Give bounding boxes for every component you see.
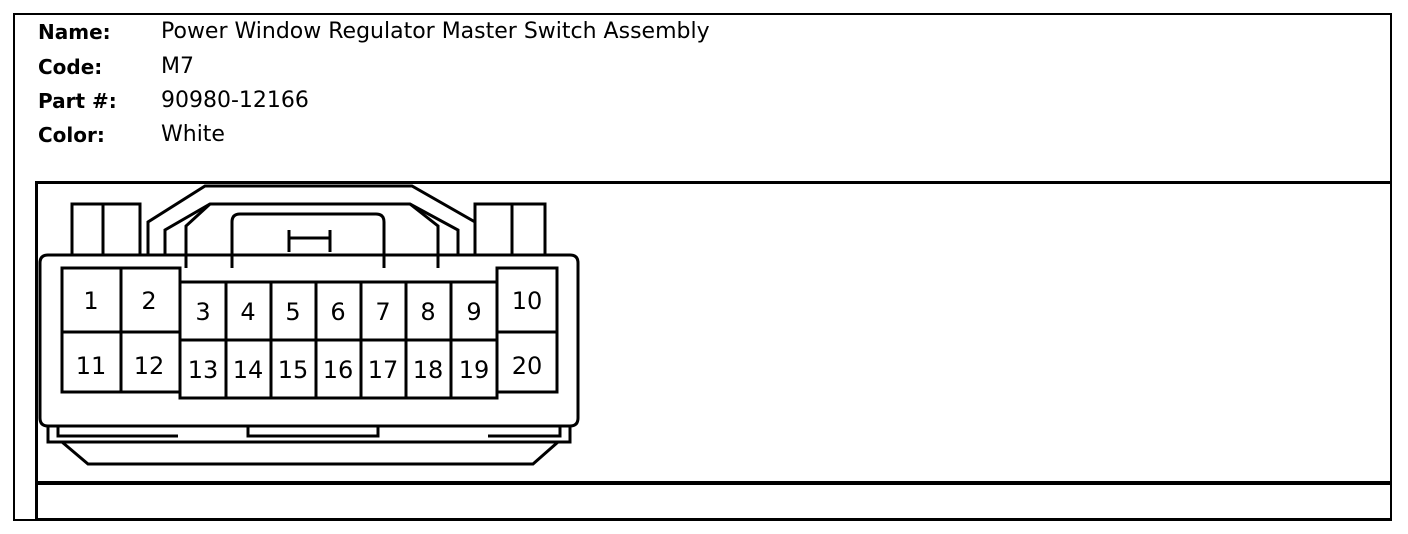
pin-label-2: 2 <box>141 287 156 315</box>
lock-marker <box>287 230 332 252</box>
pin-label-19: 19 <box>459 356 490 384</box>
pin-label-8: 8 <box>420 298 435 326</box>
code-value: M7 <box>161 54 194 79</box>
color-label: Color: <box>38 123 105 147</box>
name-label: Name: <box>38 20 111 44</box>
pin-label-18: 18 <box>413 356 444 384</box>
pin-label-9: 9 <box>466 298 481 326</box>
diagram-area <box>35 181 1392 521</box>
pin-label-3: 3 <box>195 298 210 326</box>
color-row: Color: White <box>38 122 938 153</box>
part-row: Part #: 90980-12166 <box>38 88 938 119</box>
right-latch-tab <box>473 202 547 255</box>
lock-housing-outer <box>146 184 477 255</box>
lock-housing-core-right <box>409 202 440 268</box>
left-latch-tab <box>70 202 142 255</box>
cavity-grid-right <box>495 266 559 394</box>
pin-label-1: 1 <box>83 287 98 315</box>
pin-label-13: 13 <box>188 356 219 384</box>
bottom-skirt <box>61 440 559 466</box>
color-value: White <box>161 122 225 147</box>
part-value: 90980-12166 <box>161 88 309 113</box>
code-row: Code: M7 <box>38 54 938 85</box>
code-label: Code: <box>38 55 103 79</box>
pin-label-20: 20 <box>512 352 543 380</box>
part-label: Part #: <box>38 89 117 113</box>
pin-label-5: 5 <box>285 298 300 326</box>
bottom-rail-center <box>246 426 380 438</box>
pin-label-15: 15 <box>278 356 309 384</box>
pin-label-7: 7 <box>375 298 390 326</box>
pin-label-10: 10 <box>512 287 543 315</box>
pin-label-12: 12 <box>134 352 165 380</box>
pin-label-6: 6 <box>330 298 345 326</box>
bottom-rail-inner <box>56 426 178 438</box>
bottom-rail <box>46 426 572 444</box>
name-row: Name: Power Window Regulator Master Swit… <box>38 19 938 50</box>
cavity-grid-center <box>178 280 499 400</box>
footer-divider <box>35 481 1392 485</box>
pin-label-16: 16 <box>323 356 354 384</box>
lock-window <box>230 212 386 268</box>
lock-housing-inner <box>163 202 460 255</box>
pin-label-4: 4 <box>240 298 255 326</box>
pin-label-17: 17 <box>368 356 399 384</box>
pin-label-14: 14 <box>233 356 264 384</box>
pin-label-11: 11 <box>76 352 107 380</box>
bottom-rail-right <box>488 426 562 438</box>
name-value: Power Window Regulator Master Switch Ass… <box>161 19 710 44</box>
lock-housing-core <box>184 202 212 268</box>
